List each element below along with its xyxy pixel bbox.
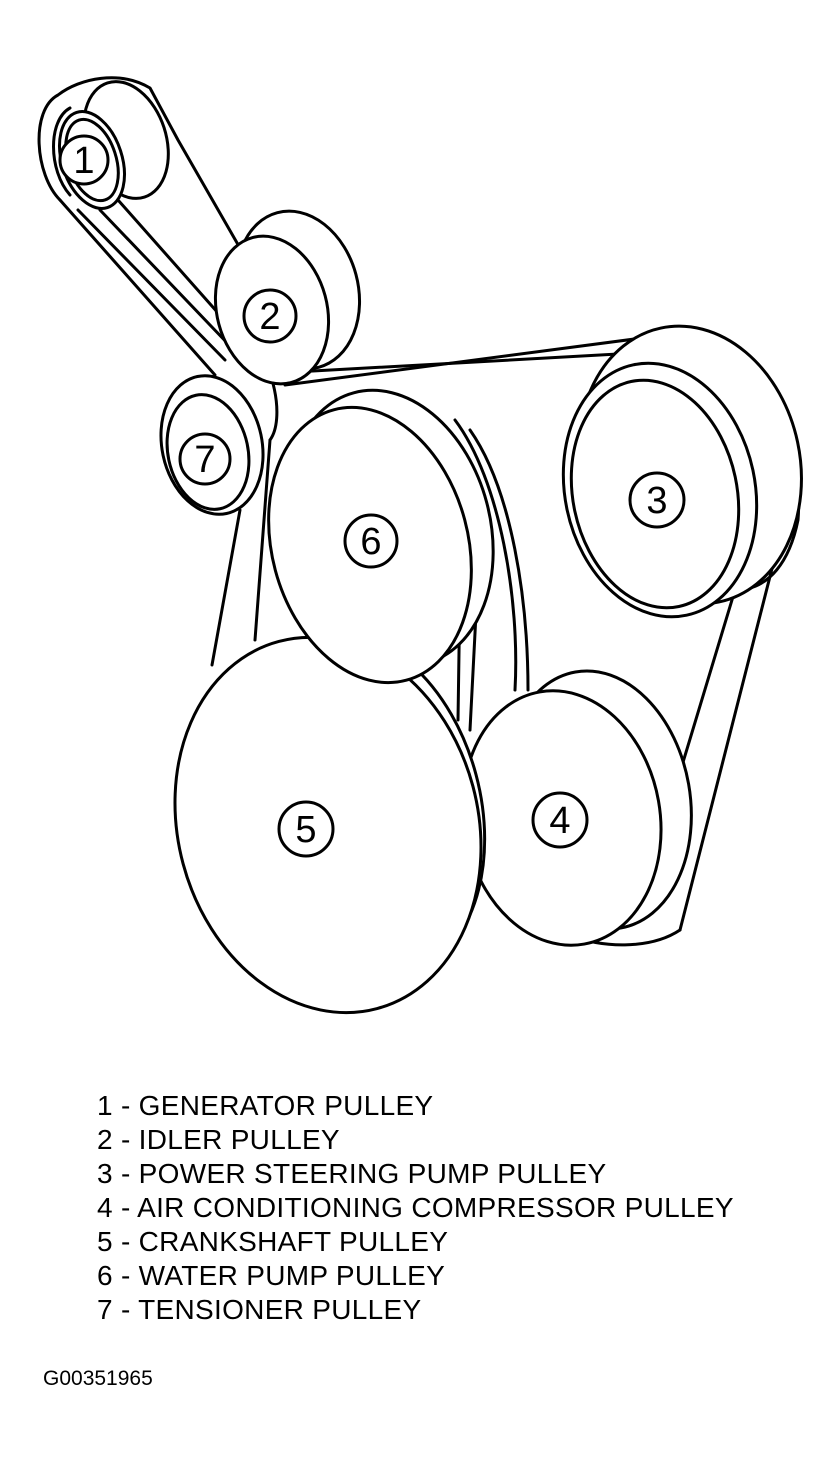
figure-id: G00351965 xyxy=(43,1367,153,1390)
callout-6: 6 xyxy=(343,513,399,569)
serpentine-belt xyxy=(37,76,801,947)
callout-7: 7 xyxy=(178,432,232,486)
callout-2-label: 2 xyxy=(259,296,280,338)
callout-3-label: 3 xyxy=(646,480,667,522)
callout-2: 2 xyxy=(242,288,298,344)
callout-1-label: 1 xyxy=(73,140,94,182)
belt-routing-diagram: 1 2 7 3 6 4 5 xyxy=(37,76,803,1015)
legend-item: 2 - IDLER PULLEY xyxy=(97,1124,340,1155)
callout-3: 3 xyxy=(628,471,686,529)
pulley-legend: 1 - GENERATOR PULLEY 2 - IDLER PULLEY 3 … xyxy=(97,1089,734,1327)
callout-4-label: 4 xyxy=(549,800,570,842)
callout-1: 1 xyxy=(58,134,110,186)
legend-item: 1 - GENERATOR PULLEY xyxy=(97,1090,434,1121)
callout-5: 5 xyxy=(277,800,335,858)
callout-5-label: 5 xyxy=(295,809,316,851)
callout-4: 4 xyxy=(531,791,589,849)
legend-item: 4 - AIR CONDITIONING COMPRESSOR PULLEY xyxy=(97,1192,734,1223)
callout-6-label: 6 xyxy=(360,521,381,563)
callout-7-label: 7 xyxy=(194,439,215,481)
legend-item: 5 - CRANKSHAFT PULLEY xyxy=(97,1226,449,1257)
legend-item: 3 - POWER STEERING PUMP PULLEY xyxy=(97,1158,607,1189)
legend-item: 6 - WATER PUMP PULLEY xyxy=(97,1260,446,1291)
legend-item: 7 - TENSIONER PULLEY xyxy=(97,1294,422,1325)
